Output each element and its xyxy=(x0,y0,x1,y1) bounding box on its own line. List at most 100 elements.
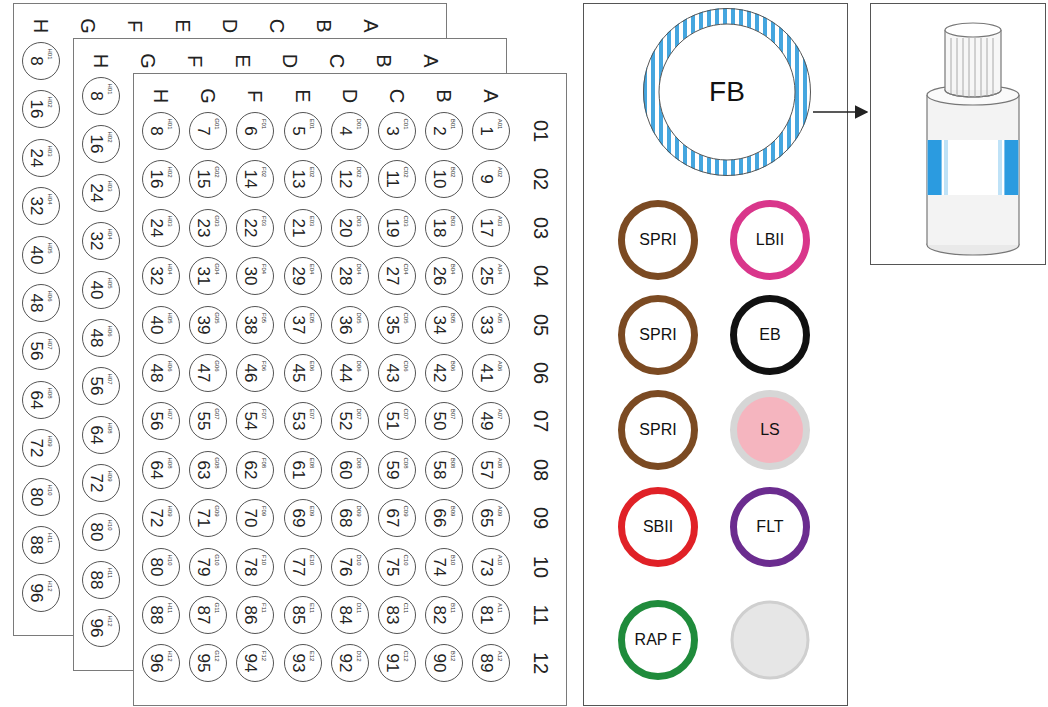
column-letter: F xyxy=(245,90,265,102)
column-letter: H xyxy=(91,54,111,68)
well-circle xyxy=(23,236,60,273)
well: 74B10 xyxy=(425,548,463,586)
column-letter: A xyxy=(361,19,381,32)
well-id: A04 xyxy=(497,264,503,275)
well-id: G01 xyxy=(214,118,220,129)
well-id: F01 xyxy=(261,119,267,129)
well-number: 25 xyxy=(478,267,495,286)
well-number: 32 xyxy=(28,197,45,216)
column-letter: E xyxy=(233,54,253,67)
well-circle xyxy=(83,368,120,405)
well: 48H06 xyxy=(22,284,60,322)
well-number: 95 xyxy=(195,654,212,673)
well: 73A10 xyxy=(472,548,510,586)
well-id: A07 xyxy=(497,409,503,420)
row-number: 10 xyxy=(531,555,551,577)
well-circle xyxy=(331,403,368,440)
well: 59C08 xyxy=(378,451,416,489)
well: 23G03 xyxy=(189,209,227,247)
well: 39G05 xyxy=(189,306,227,344)
well-id: H02 xyxy=(107,132,113,143)
well-circle xyxy=(190,500,227,537)
well-number: 96 xyxy=(148,654,165,673)
well-id: G11 xyxy=(214,603,220,614)
well-circle xyxy=(379,597,416,634)
well-id: A01 xyxy=(497,119,503,130)
well-number: 83 xyxy=(384,606,401,625)
well-id: H06 xyxy=(47,290,53,301)
well: 24H03 xyxy=(142,209,180,247)
well-circle xyxy=(190,548,227,585)
well-circle xyxy=(237,597,274,634)
well-circle xyxy=(426,645,463,682)
well-number: 39 xyxy=(195,315,212,334)
well-number: 42 xyxy=(431,364,448,383)
well-number: 84 xyxy=(336,606,353,625)
well-number: 17 xyxy=(478,218,495,237)
well: 24H03 xyxy=(82,174,120,212)
well: 86F11 xyxy=(236,596,274,634)
well-id: H08 xyxy=(107,422,113,433)
well-number: 73 xyxy=(478,557,495,576)
row-number: 02 xyxy=(531,168,551,190)
bottle-label-stripe xyxy=(998,140,1002,195)
well: 15G02 xyxy=(189,160,227,198)
well: 78F10 xyxy=(236,548,274,586)
reagent-label: SPRI xyxy=(639,422,676,438)
well-id: C09 xyxy=(403,506,409,517)
well-number: 52 xyxy=(336,412,353,431)
column-letter: B xyxy=(374,54,394,67)
well-circle xyxy=(473,451,510,488)
well: 88H11 xyxy=(82,561,120,599)
well-circle xyxy=(284,209,321,246)
well-id: H02 xyxy=(167,167,173,178)
well-number: 32 xyxy=(88,232,105,251)
well: 51C07 xyxy=(378,402,416,440)
well-number: 67 xyxy=(384,509,401,528)
well-circle xyxy=(83,126,120,163)
column-letter: D xyxy=(220,19,240,33)
well-id: F07 xyxy=(261,409,267,419)
well: 8H01 xyxy=(22,42,60,80)
well-number: 54 xyxy=(242,412,259,431)
well-id: H01 xyxy=(107,83,113,94)
well: 40H05 xyxy=(142,306,180,344)
column-letter: C xyxy=(327,54,347,68)
bottle-panel xyxy=(871,4,1046,265)
well-id: H10 xyxy=(167,554,173,565)
well-circle xyxy=(379,113,416,150)
reagent-tube: SPRI xyxy=(618,295,698,375)
well-number: 10 xyxy=(431,170,448,189)
well-circle xyxy=(284,258,321,295)
well: 70F09 xyxy=(236,499,274,537)
well-circle xyxy=(237,161,274,198)
well-id: E10 xyxy=(309,554,315,565)
well-circle xyxy=(284,451,321,488)
tube-ring xyxy=(651,16,803,168)
well-id: C02 xyxy=(403,167,409,178)
well-circle xyxy=(190,355,227,392)
well: 87G11 xyxy=(189,596,227,634)
tube-ring xyxy=(622,204,695,277)
well-number: 48 xyxy=(148,364,165,383)
well-id: G09 xyxy=(214,506,220,517)
well: 63G08 xyxy=(189,451,227,489)
well-id: F11 xyxy=(261,603,267,613)
well-id: G02 xyxy=(214,167,220,178)
well-circle xyxy=(473,113,510,150)
well: 65A09 xyxy=(472,499,510,537)
reagent-label: SPRI xyxy=(639,327,676,343)
well-number: 24 xyxy=(28,148,45,167)
well: 93E12 xyxy=(284,644,322,682)
well-id: H12 xyxy=(107,616,113,627)
well-circle xyxy=(143,403,180,440)
well-circle xyxy=(23,188,60,225)
well-number: 74 xyxy=(431,557,448,576)
well-id: E08 xyxy=(309,457,315,468)
reagent-panel xyxy=(584,4,848,706)
well-circle xyxy=(473,209,510,246)
row-number: 03 xyxy=(531,217,551,239)
well-id: F05 xyxy=(261,312,267,322)
reagent-label: LS xyxy=(760,422,780,438)
well-circle xyxy=(426,403,463,440)
